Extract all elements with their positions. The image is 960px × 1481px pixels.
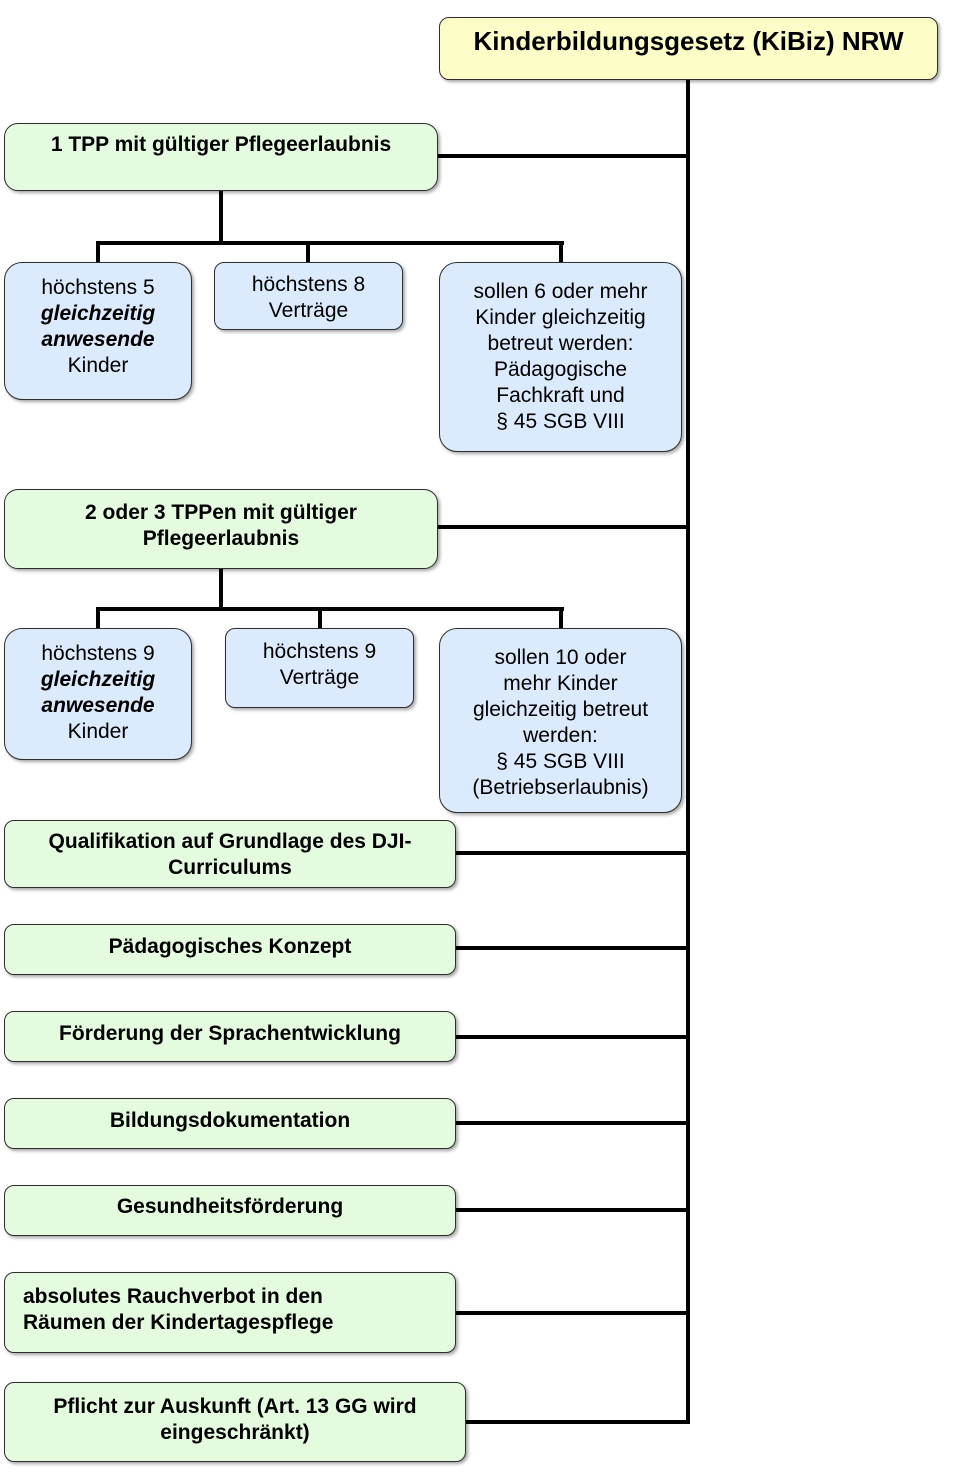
section2-b-line2: Verträge <box>279 666 360 689</box>
item-7-line1: Pflicht zur Auskunft (Art. 13 GG wird <box>53 1395 417 1418</box>
section1-c-line1: sollen 6 oder mehr <box>473 280 648 303</box>
section1-c-line2: Kinder gleichzeitig <box>475 306 646 329</box>
item-qualifikation: Qualifikation auf Grundlage des DJI- Cur… <box>4 820 456 888</box>
item-3-line1: Förderung der Sprachentwicklung <box>59 1022 401 1045</box>
item-auskunftspflicht: Pflicht zur Auskunft (Art. 13 GG wird ei… <box>4 1382 466 1462</box>
section1-box-c: sollen 6 oder mehr Kinder gleichzeitig b… <box>439 262 682 452</box>
section1-branch-c <box>559 241 563 263</box>
root-node-kibiz: Kinderbildungsgesetz (KiBiz) NRW <box>439 17 938 80</box>
section2-branch-a <box>96 607 100 629</box>
section1-c-line6: § 45 SGB VIII <box>496 410 625 433</box>
section1-c-line5: Fachkraft und <box>496 384 625 407</box>
section2-c-line3: gleichzeitig betreut <box>472 698 649 721</box>
connector-item-7 <box>466 1420 688 1424</box>
item-5-line1: Gesundheitsförderung <box>116 1195 344 1218</box>
connector-item-4 <box>456 1121 688 1125</box>
section1-c-line3: betreut werden: <box>487 332 634 355</box>
section2-c-line5: § 45 SGB VIII <box>496 750 625 773</box>
section1-a-line3: anwesende <box>41 328 155 351</box>
item-rauchverbot: absolutes Rauchverbot in den Räumen der … <box>4 1272 456 1353</box>
section2-c-line4: werden: <box>523 724 598 747</box>
section1-a-line4: Kinder <box>67 354 129 377</box>
connector-section2 <box>438 525 688 529</box>
item-4-line1: Bildungsdokumentation <box>109 1109 351 1132</box>
item-1-line2: Curriculums <box>168 856 292 879</box>
section1-b-line2: Verträge <box>268 299 349 322</box>
item-bildungsdokumentation: Bildungsdokumentation <box>4 1098 456 1149</box>
section1-a-line2: gleichzeitig <box>40 302 156 325</box>
section2-a-line3: anwesende <box>41 694 155 717</box>
section2-header-line1: 2 oder 3 TPPen mit gültiger <box>85 501 357 524</box>
section1-box-b: höchstens 8 Verträge <box>214 262 403 330</box>
section2-box-c: sollen 10 oder mehr Kinder gleichzeitig … <box>439 628 682 813</box>
connector-item-2 <box>456 946 688 950</box>
connector-item-3 <box>456 1035 688 1039</box>
section2-a-line4: Kinder <box>67 720 129 743</box>
section1-branch-b <box>306 241 310 263</box>
section2-branch-bar <box>96 607 564 611</box>
connector-item-6 <box>456 1311 688 1315</box>
section2-c-line1: sollen 10 oder <box>494 646 627 669</box>
section1-a-line1: höchstens 5 <box>41 276 155 299</box>
section2-a-line1: höchstens 9 <box>41 642 155 665</box>
section2-c-line6: (Betriebserlaubnis) <box>472 776 649 799</box>
section2-b-line1: höchstens 9 <box>262 640 377 663</box>
section1-branch-bar <box>96 241 564 245</box>
section1-header: 1 TPP mit gültiger Pflegeerlaubnis <box>4 123 438 191</box>
section2-a-line2: gleichzeitig <box>40 668 156 691</box>
section1-c-line4: Pädagogische <box>493 358 628 381</box>
item-1-line1: Qualifikation auf Grundlage des DJI- <box>48 830 412 853</box>
section1-b-line1: höchstens 8 <box>251 273 366 296</box>
section1-drop-line <box>219 190 223 242</box>
item-2-line1: Pädagogisches Konzept <box>108 935 352 958</box>
item-6-line1: absolutes Rauchverbot in den <box>23 1285 323 1308</box>
root-node-label: Kinderbildungsgesetz (KiBiz) NRW <box>473 26 904 56</box>
item-7-line2: eingeschränkt) <box>160 1421 310 1444</box>
main-trunk-line <box>686 80 690 1424</box>
section1-header-text: 1 TPP mit gültiger Pflegeerlaubnis <box>50 133 392 156</box>
section2-c-line2: mehr Kinder <box>503 672 618 695</box>
section2-drop-line <box>219 568 223 608</box>
connector-item-1 <box>456 851 688 855</box>
connector-section1 <box>438 154 688 158</box>
section2-box-b: höchstens 9 Verträge <box>225 628 414 708</box>
item-sprachentwicklung: Förderung der Sprachentwicklung <box>4 1011 456 1062</box>
connector-item-5 <box>456 1208 688 1212</box>
item-paedagogisches-konzept: Pädagogisches Konzept <box>4 924 456 975</box>
section2-header: 2 oder 3 TPPen mit gültiger Pflegeerlaub… <box>4 489 438 569</box>
section2-header-line2: Pflegeerlaubnis <box>142 527 300 550</box>
section2-box-a: höchstens 9 gleichzeitig anwesende Kinde… <box>4 628 192 760</box>
section1-branch-a <box>96 241 100 263</box>
section2-branch-c <box>559 607 563 629</box>
item-6-line2: Räumen der Kindertagespflege <box>23 1311 334 1334</box>
section2-branch-b <box>318 607 322 629</box>
section1-box-a: höchstens 5 gleichzeitig anwesende Kinde… <box>4 262 192 400</box>
item-gesundheitsfoerderung: Gesundheitsförderung <box>4 1185 456 1236</box>
